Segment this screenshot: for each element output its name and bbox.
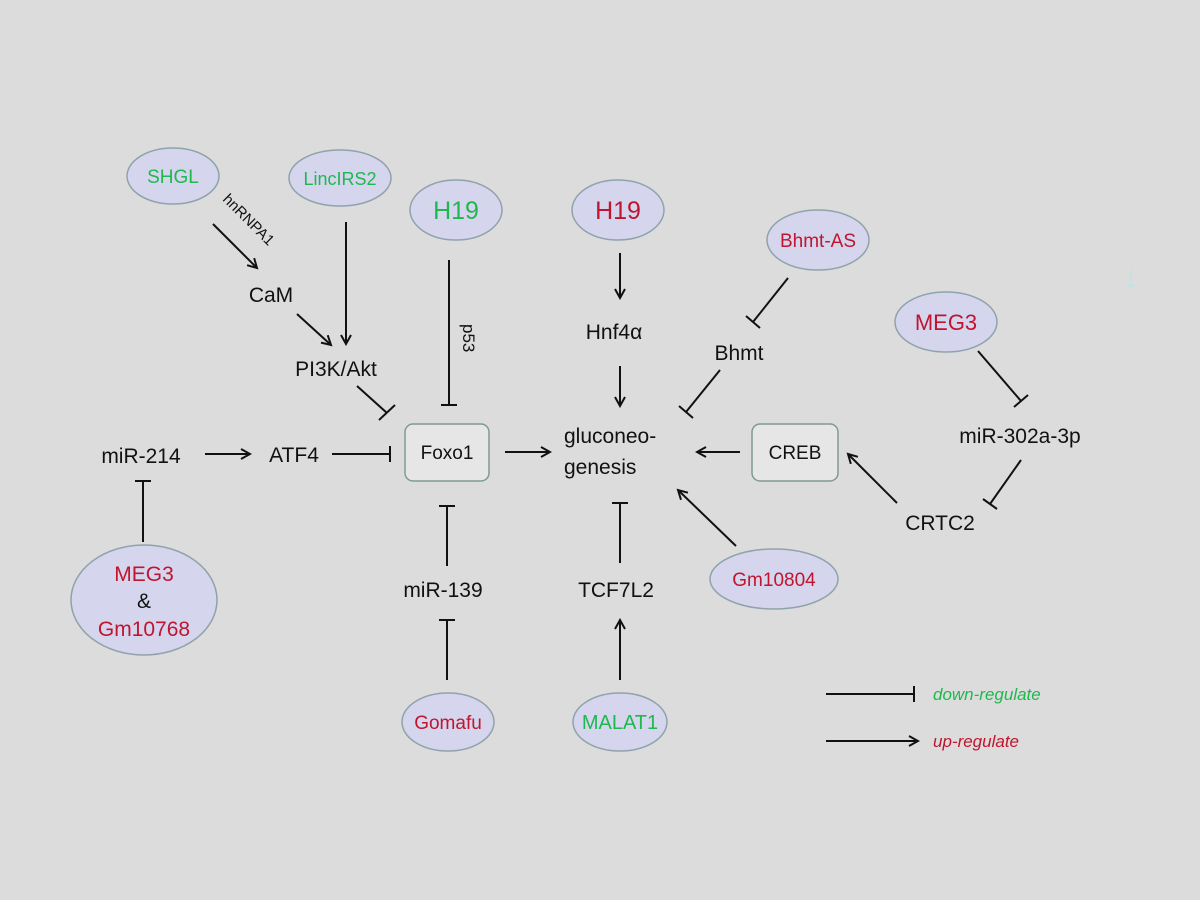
tcf7l2-label: TCF7L2 (578, 579, 654, 602)
foxo1-box (404, 423, 490, 482)
node-meg3-right: MEG3 (894, 291, 998, 353)
text-nodes: CaM PI3K/Akt Hnf4α Bhmt miR-214 ATF4 glu… (101, 284, 1080, 602)
edge-pi3k-foxo1 (356, 385, 388, 414)
edge-shgl-cam (212, 223, 257, 268)
h19-right-ellipse (571, 179, 665, 241)
node-shgl: SHGL (126, 147, 220, 205)
mir139-label: miR-139 (403, 579, 482, 602)
gm10804-label: Gm10804 (732, 570, 816, 591)
lncrna-nodes: SHGL LincIRS2 H19 H19 Bhmt-AS MEG3 MEG3 … (70, 147, 998, 752)
lincirs2-ellipse (288, 149, 392, 207)
edge-bhmt-gluconeo (685, 369, 721, 413)
legend-up-label: up-regulate (933, 732, 1019, 751)
bhmt-as-label: Bhmt-AS (780, 231, 856, 252)
edge-mir302-crtc2 (989, 459, 1022, 505)
bhmt-label: Bhmt (714, 342, 763, 365)
malat1-label: MALAT1 (582, 712, 658, 734)
legend: down-regulate up-regulate (826, 685, 1041, 751)
node-malat1: MALAT1 (572, 692, 668, 752)
legend-down-label: down-regulate (933, 685, 1041, 704)
node-gm10804: Gm10804 (709, 548, 839, 610)
meg3-gm10768-ellipse (70, 544, 218, 656)
node-lincirs2: LincIRS2 (288, 149, 392, 207)
foxo1-label: Foxo1 (421, 443, 474, 464)
h19-right-label: H19 (595, 197, 641, 225)
legend-down: down-regulate (826, 685, 1041, 704)
edge-pi3k-foxo1-bar (378, 404, 396, 421)
shgl-label: SHGL (147, 167, 199, 188)
meg3-right-label: MEG3 (915, 310, 977, 335)
hnf4a-label: Hnf4α (586, 321, 643, 344)
node-meg3-gm10768: MEG3 & Gm10768 (70, 544, 218, 656)
creb-box (751, 423, 839, 482)
bhmt-as-ellipse (766, 209, 870, 271)
edge-crtc2-creb (848, 454, 898, 504)
gm10804-ellipse (709, 548, 839, 610)
edges (135, 222, 1029, 680)
crtc2-label: CRTC2 (905, 512, 975, 535)
h19-left-label: H19 (433, 197, 479, 225)
malat1-ellipse (572, 692, 668, 752)
meg3-left-label: MEG3 (114, 563, 174, 586)
creb-label: CREB (769, 443, 822, 464)
edge-meg3-mir302-bar (1013, 394, 1029, 408)
gm10768-label: Gm10768 (98, 618, 190, 641)
cam-label: CaM (249, 284, 293, 307)
gomafu-ellipse (401, 692, 495, 752)
gluconeogenesis-label-line1: gluconeo- (564, 425, 656, 448)
node-h19-right: H19 (571, 179, 665, 241)
pi3k-akt-label: PI3K/Akt (295, 358, 377, 381)
edge-cam-pi3k (296, 313, 331, 345)
node-creb: CREB (751, 423, 839, 482)
p53-label: p53 (459, 324, 478, 352)
node-h19-left: H19 (409, 179, 503, 241)
edge-mir302-crtc2-bar (982, 498, 998, 510)
mir214-label: miR-214 (101, 445, 181, 468)
lincirs2-label: LincIRS2 (303, 169, 376, 189)
node-gomafu: Gomafu (401, 692, 495, 752)
h19-left-ellipse (409, 179, 503, 241)
atf4-label: ATF4 (269, 444, 319, 467)
stray-arrow-mark: ↓ (1123, 258, 1140, 296)
amp-label: & (137, 590, 151, 613)
meg3-right-ellipse (894, 291, 998, 353)
node-bhmt-as: Bhmt-AS (766, 209, 870, 271)
edge-gm10804-gluconeo (678, 490, 737, 547)
mir302-label: miR-302a-3p (959, 425, 1080, 448)
hnrnpa1-label: hnRNPA1 (219, 191, 277, 249)
edge-bhmtas-bhmt-bar (745, 315, 761, 329)
legend-up: up-regulate (826, 732, 1019, 751)
edge-bhmt-gluconeo-bar (678, 405, 694, 419)
gomafu-label: Gomafu (414, 713, 482, 734)
shgl-ellipse (126, 147, 220, 205)
edge-bhmtas-bhmt (752, 277, 789, 323)
gluconeogenesis-label-line2: genesis (564, 456, 636, 479)
node-foxo1: Foxo1 (404, 423, 490, 482)
edge-meg3-mir302 (977, 350, 1022, 402)
